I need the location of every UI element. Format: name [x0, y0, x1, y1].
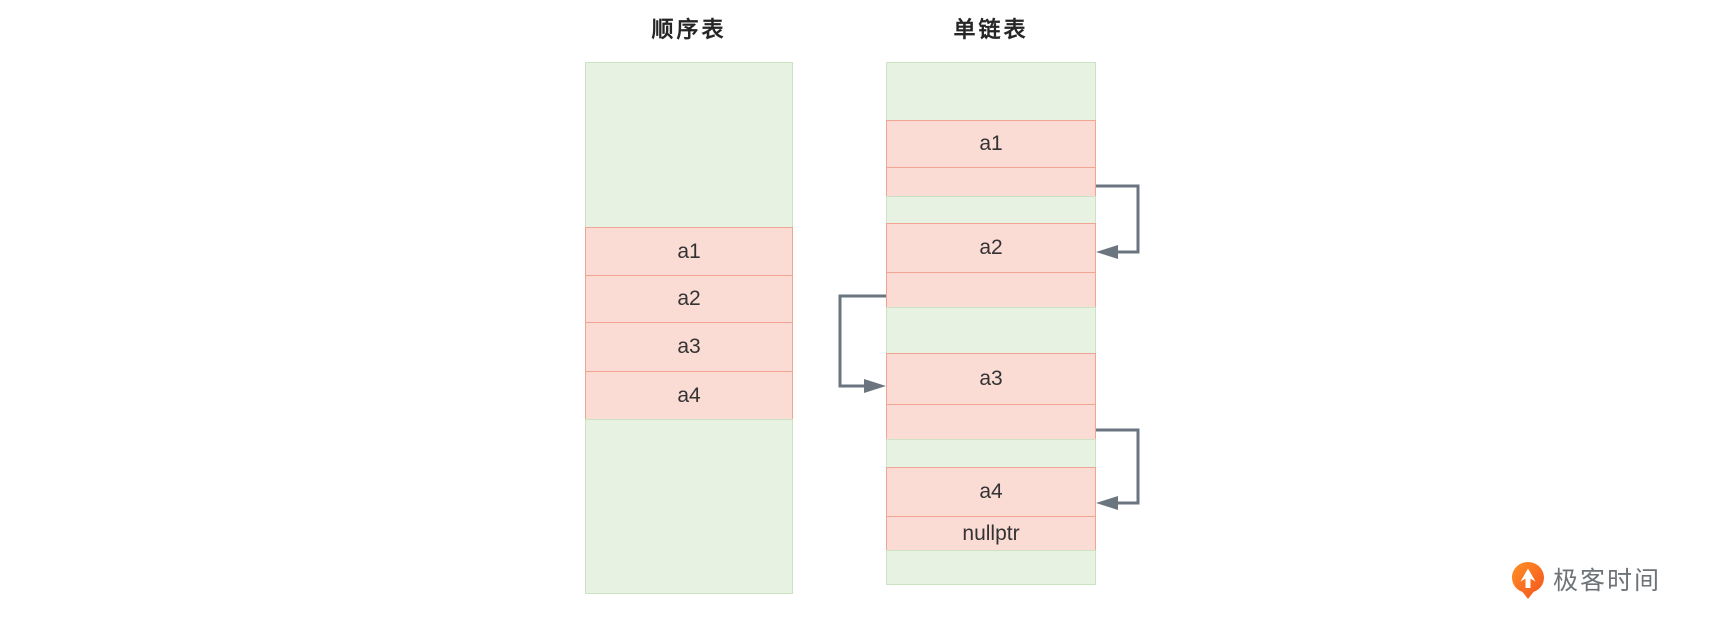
ll-node-a3-next	[886, 404, 1096, 440]
ll-free-memory-2	[886, 307, 1096, 354]
ll-node-a2-data: a2	[886, 223, 1096, 273]
seq-free-memory-bottom	[585, 419, 793, 594]
arrow-a3-to-a4	[1096, 428, 1140, 505]
ll-free-memory-4	[886, 550, 1096, 585]
arrowhead-a3	[864, 379, 886, 393]
ll-node-a4-next: nullptr	[886, 516, 1096, 551]
ll-node-a1-data: a1	[886, 120, 1096, 168]
seq-cell-a1: a1	[585, 227, 793, 276]
seq-cell-a4: a4	[585, 371, 793, 420]
ll-free-memory-3	[886, 439, 1096, 468]
sequential-list-column: a1 a2 a3 a4	[585, 62, 793, 594]
seq-free-memory-top	[585, 62, 793, 228]
ll-free-memory-1	[886, 196, 1096, 224]
seq-cell-a2: a2	[585, 275, 793, 323]
arrow-a1-to-a2	[1096, 184, 1140, 254]
arrow-a2-to-a3	[838, 294, 886, 388]
ll-node-a4-data: a4	[886, 467, 1096, 517]
linked-list-column: a1 a2 a3 a4 nullptr	[886, 62, 1096, 585]
ll-free-memory-0	[886, 62, 1096, 121]
linked-list-title: 单链表	[953, 17, 1029, 42]
ll-node-a1-next	[886, 167, 1096, 197]
ll-node-a3-data: a3	[886, 353, 1096, 405]
ll-node-a2-next	[886, 272, 1096, 308]
geektime-logo-icon	[1512, 562, 1544, 599]
geektime-logo: 极客时间	[1511, 561, 1661, 601]
sequential-list-title: 顺序表	[651, 17, 727, 42]
arrowhead-a2	[1096, 245, 1118, 259]
arrowhead-a4	[1096, 496, 1118, 510]
seq-cell-a3: a3	[585, 322, 793, 372]
geektime-logo-text: 极客时间	[1553, 567, 1662, 595]
